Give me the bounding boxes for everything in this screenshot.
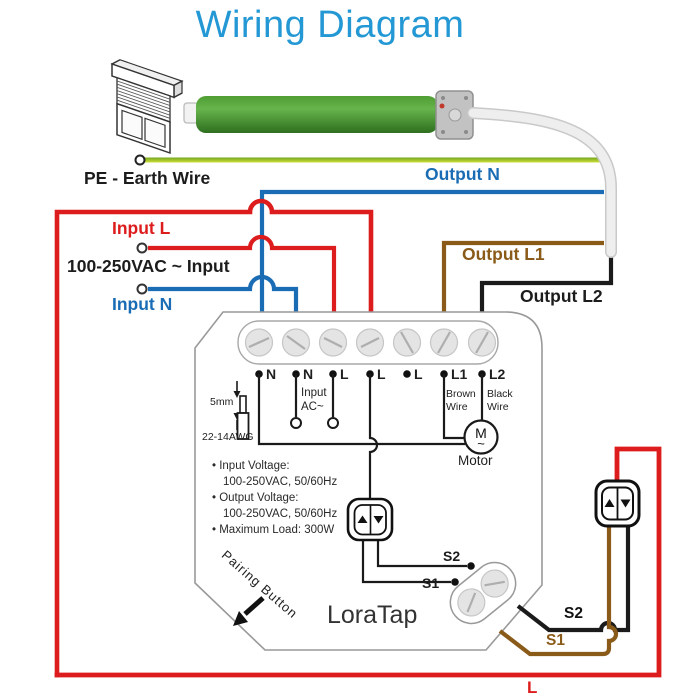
terminal-label-out1: L1 — [451, 366, 468, 382]
input-ac-terminal-l — [327, 417, 339, 429]
s1-external-wire — [498, 526, 619, 657]
input-n-wire — [148, 274, 299, 314]
earth-terminal — [134, 154, 146, 166]
input-spec-label: 100-250VAC ~ Input — [67, 256, 230, 276]
motor-cable — [467, 107, 617, 258]
s1-inner-label: S1 — [422, 575, 440, 591]
terminal-label-n1: N — [266, 366, 277, 382]
brown-wire-note2: Wire — [446, 401, 468, 413]
s1-dot — [451, 578, 459, 586]
s2-inner-label: S2 — [443, 548, 461, 564]
pairing-arrow-icon — [233, 596, 265, 626]
wire-strip-icon — [233, 381, 250, 440]
brand-label: LoraTap — [327, 601, 418, 629]
motor-icon — [463, 419, 499, 455]
motor-wave: ~ — [477, 436, 485, 451]
terminal-label-n2: N — [303, 366, 314, 382]
strip-length-label: 5mm — [210, 396, 234, 408]
output-l1-wire — [441, 240, 604, 314]
terminal-label-l3: L — [414, 366, 423, 382]
spec-input-voltage-value: 100-250VAC, 50/60Hz — [223, 476, 338, 488]
input-ac-line2: AC~ — [301, 401, 324, 413]
output-n-wire — [259, 189, 604, 314]
s2-wire-label: S2 — [564, 605, 583, 622]
input-n-terminal — [136, 283, 148, 295]
page-title: Wiring Diagram — [195, 4, 465, 46]
motor-label: Motor — [458, 453, 493, 468]
black-wire-note2: Wire — [487, 401, 509, 413]
roller-shutter-icon — [110, 59, 184, 154]
wall-switch-icon — [594, 479, 641, 528]
spec-output-voltage: • Output Voltage: — [212, 492, 299, 504]
l-wire-label: L — [527, 678, 538, 697]
loratap-module — [194, 311, 543, 651]
input-ac-terminal-n — [290, 417, 302, 429]
input-n-label: Input N — [112, 294, 173, 314]
input-l-wire — [148, 234, 337, 314]
screw-slots — [248, 331, 489, 354]
spec-input-voltage: • Input Voltage: — [212, 460, 290, 472]
spec-output-voltage-value: 100-250VAC, 50/60Hz — [223, 508, 338, 520]
input-l-terminal — [136, 242, 148, 254]
input-ac-line1: Input — [301, 387, 327, 399]
switch-live-wire — [54, 446, 662, 678]
s2-dot — [467, 562, 475, 570]
up-down-switch-icon — [346, 497, 394, 542]
output-n-label: Output N — [425, 164, 500, 184]
motor-symbol: M — [475, 425, 487, 441]
input-l-label: Input L — [112, 218, 171, 238]
s1-wire-label: S1 — [546, 632, 565, 649]
spec-max-load: • Maximum Load: 300W — [212, 524, 335, 536]
output-l2-wire — [479, 252, 614, 314]
terminal-label-l2: L — [377, 366, 386, 382]
s-terminal-block — [449, 561, 517, 625]
terminal-label-out2: L2 — [489, 366, 506, 382]
output-l1-label: Output L1 — [462, 244, 545, 264]
black-wire-note1: Black — [487, 388, 513, 400]
internal-wiring — [257, 374, 484, 584]
terminal-label-l1: L — [340, 366, 349, 382]
input-l-loop-wire — [54, 198, 374, 678]
pe-earth-label: PE - Earth Wire — [84, 168, 211, 188]
brown-wire-note1: Brown — [446, 388, 476, 400]
tubular-motor-icon — [183, 90, 474, 140]
wire-gauge-label: 22-14AWG — [202, 431, 254, 443]
output-l2-label: Output L2 — [520, 286, 603, 306]
